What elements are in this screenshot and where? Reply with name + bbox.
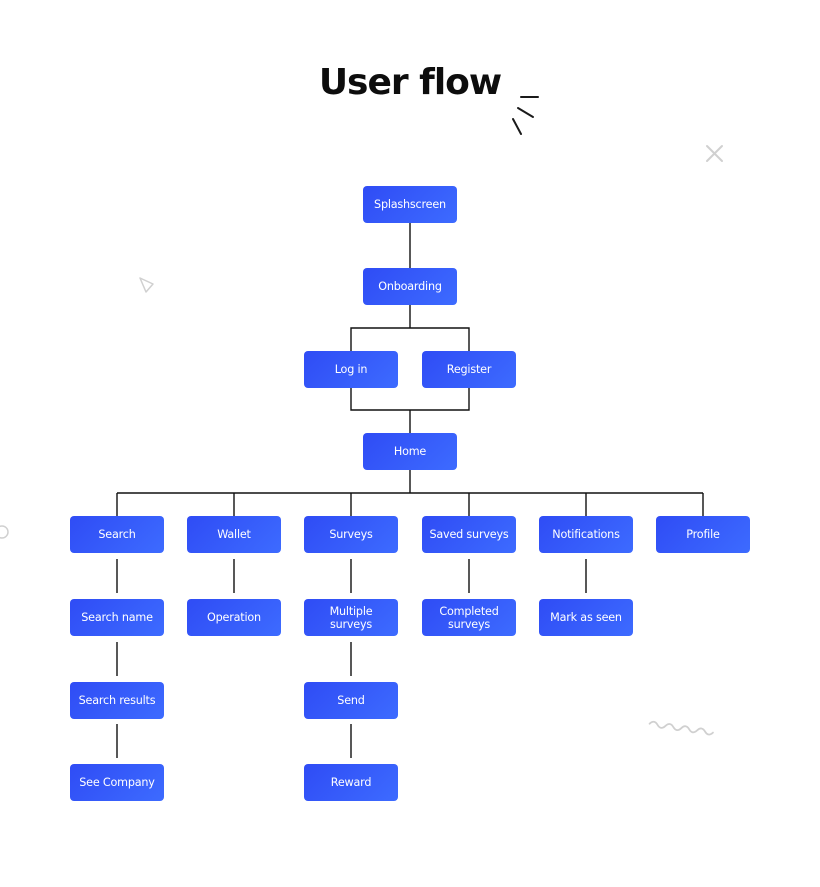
node-login: Log in xyxy=(304,351,398,388)
node-profile: Profile xyxy=(656,516,750,553)
node-register: Register xyxy=(422,351,516,388)
node-search: Search xyxy=(70,516,164,553)
cross-icon xyxy=(706,145,723,162)
node-saved-surveys: Saved surveys xyxy=(422,516,516,553)
node-surveys: Surveys xyxy=(304,516,398,553)
node-wallet: Wallet xyxy=(187,516,281,553)
node-operation: Operation xyxy=(187,599,281,636)
node-multiple-surveys: Multiple surveys xyxy=(304,599,398,636)
node-splashscreen: Splashscreen xyxy=(363,186,457,223)
node-search-name: Search name xyxy=(70,599,164,636)
sparkle-lines-icon xyxy=(512,96,539,135)
node-notifications: Notifications xyxy=(539,516,633,553)
triangle-outline-icon xyxy=(139,277,154,293)
circle-outline-icon xyxy=(0,525,9,539)
node-completed-surveys: Completed surveys xyxy=(422,599,516,636)
node-search-results: Search results xyxy=(70,682,164,719)
page-title: User flow xyxy=(318,62,502,103)
node-send: Send xyxy=(304,682,398,719)
node-onboarding: Onboarding xyxy=(363,268,457,305)
node-see-company: See Company xyxy=(70,764,164,801)
node-mark-as-seen: Mark as seen xyxy=(539,599,633,636)
node-reward: Reward xyxy=(304,764,398,801)
node-home: Home xyxy=(363,433,457,470)
squiggle-icon xyxy=(648,720,714,736)
